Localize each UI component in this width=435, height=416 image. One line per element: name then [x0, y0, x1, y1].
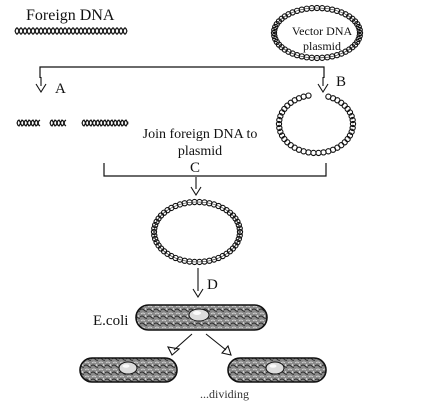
- vector-label-line2: plasmid: [303, 39, 341, 53]
- cut-dna-fragments: [16, 119, 129, 127]
- step-d-label: D: [207, 277, 218, 293]
- foreign-dna-strand: [14, 26, 128, 36]
- opened-plasmid-ring: [275, 92, 357, 157]
- arrow-c: [190, 177, 202, 197]
- join-bracket: [103, 163, 327, 177]
- step-b-label: B: [336, 74, 347, 90]
- arrow-b: [317, 77, 329, 94]
- vector-plasmid-label: Vector DNA plasmid: [272, 24, 372, 54]
- vector-plasmid-ring: [270, 4, 364, 62]
- vector-label-line1: Vector DNA: [291, 24, 353, 38]
- bottom-caption: ...dividing: [200, 387, 250, 401]
- daughter-cell-left: [79, 357, 178, 383]
- join-step-label: Join foreign DNA to plasmid: [142, 127, 258, 159]
- step-c-label: C: [190, 160, 201, 176]
- daughter-cell-right: [227, 357, 327, 383]
- arrow-d: [192, 268, 204, 299]
- split-bracket: [39, 66, 325, 78]
- recombinant-plasmid-ring: [150, 198, 244, 266]
- ecoli-label: E.coli: [93, 313, 129, 329]
- foreign-dna-label: Foreign DNA: [26, 7, 115, 24]
- step-a-label: A: [55, 81, 66, 97]
- ecoli-cell: [135, 304, 268, 331]
- arrow-a: [35, 77, 47, 94]
- division-arrow-right: [205, 333, 232, 356]
- division-arrow-left: [167, 333, 193, 356]
